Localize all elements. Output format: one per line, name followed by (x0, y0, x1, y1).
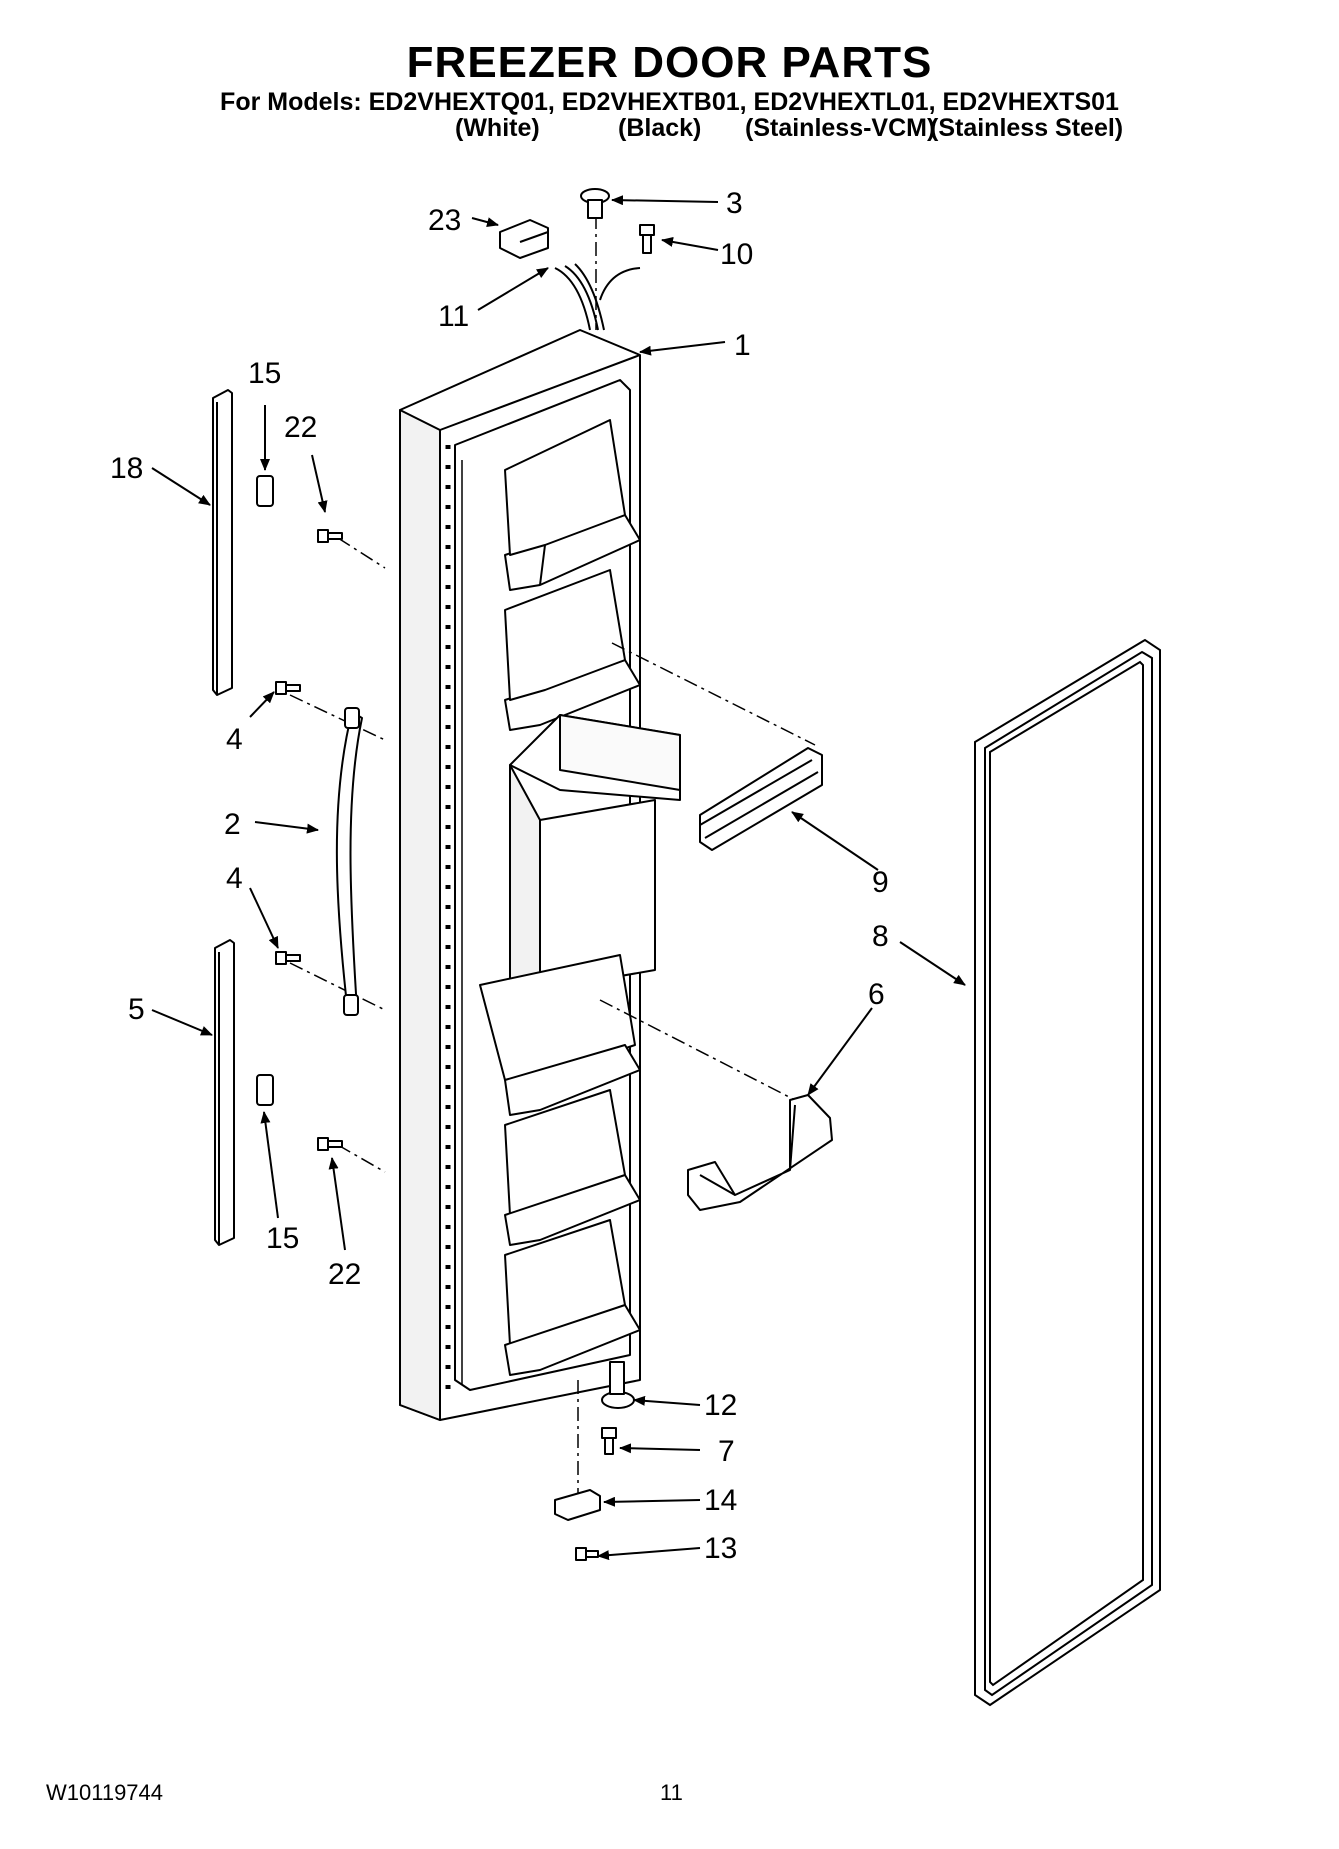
callout-13: 13 (704, 1532, 737, 1565)
part-15-clip-lower (256, 1074, 274, 1106)
variant-white: (White) (455, 114, 540, 142)
part-7-screw (601, 1427, 617, 1455)
callout-18: 18 (110, 452, 143, 485)
part-23-connector (499, 219, 549, 259)
callout-8: 8 (872, 920, 889, 953)
callout-22-upper: 22 (284, 411, 317, 444)
alignment-lines (289, 215, 816, 1505)
callout-5: 5 (128, 993, 145, 1026)
part-4-screw-lower (275, 951, 301, 965)
part-22-screw-upper (317, 529, 343, 543)
page-number: 11 (660, 1780, 683, 1805)
callout-23: 23 (428, 204, 461, 237)
leader-arrows (151, 195, 966, 1561)
part-11-wire-harness (554, 263, 641, 331)
variant-stainless-steel: (Stainless Steel) (930, 114, 1124, 142)
models-line: For Models: ED2VHEXTQ01, ED2VHEXTB01, ED… (220, 88, 1119, 116)
part-15-clip-upper (256, 475, 274, 507)
part-13-screw (575, 1547, 599, 1561)
callout-10: 10 (720, 238, 753, 271)
callout-4-lower: 4 (226, 862, 243, 895)
part-2-handle (335, 707, 363, 1016)
callout-4-upper: 4 (226, 723, 243, 756)
part-12-hinge-pin (601, 1361, 635, 1409)
freezer-door-panel (399, 329, 681, 1421)
page-title: FREEZER DOOR PARTS (406, 38, 933, 87)
part-10-screw (639, 224, 655, 254)
callout-22-lower: 22 (328, 1258, 361, 1291)
part-18-trim (212, 389, 233, 696)
callout-12: 12 (704, 1389, 737, 1422)
callout-7: 7 (718, 1435, 735, 1468)
callout-14: 14 (704, 1484, 737, 1517)
document-number: W10119744 (46, 1780, 164, 1805)
callout-6: 6 (868, 978, 885, 1011)
variant-stainless-vcm: (Stainless-VCM) (745, 114, 936, 142)
part-3-plug (580, 188, 610, 219)
callout-2: 2 (224, 808, 241, 841)
part-14-bracket (554, 1489, 601, 1521)
part-5-trim (214, 939, 235, 1246)
part-4-screw-upper (275, 681, 301, 695)
part-8-gasket (974, 638, 1161, 1707)
callout-1: 1 (734, 329, 751, 362)
callout-9: 9 (872, 866, 889, 899)
callout-3: 3 (726, 187, 743, 220)
variant-black: (Black) (618, 114, 702, 142)
part-6-door-bin (687, 1094, 833, 1211)
part-22-screw-lower (317, 1137, 343, 1151)
part-9-channel (699, 747, 823, 851)
callout-11: 11 (438, 300, 469, 333)
callout-15-lower: 15 (266, 1222, 299, 1255)
callout-15-upper: 15 (248, 357, 281, 390)
